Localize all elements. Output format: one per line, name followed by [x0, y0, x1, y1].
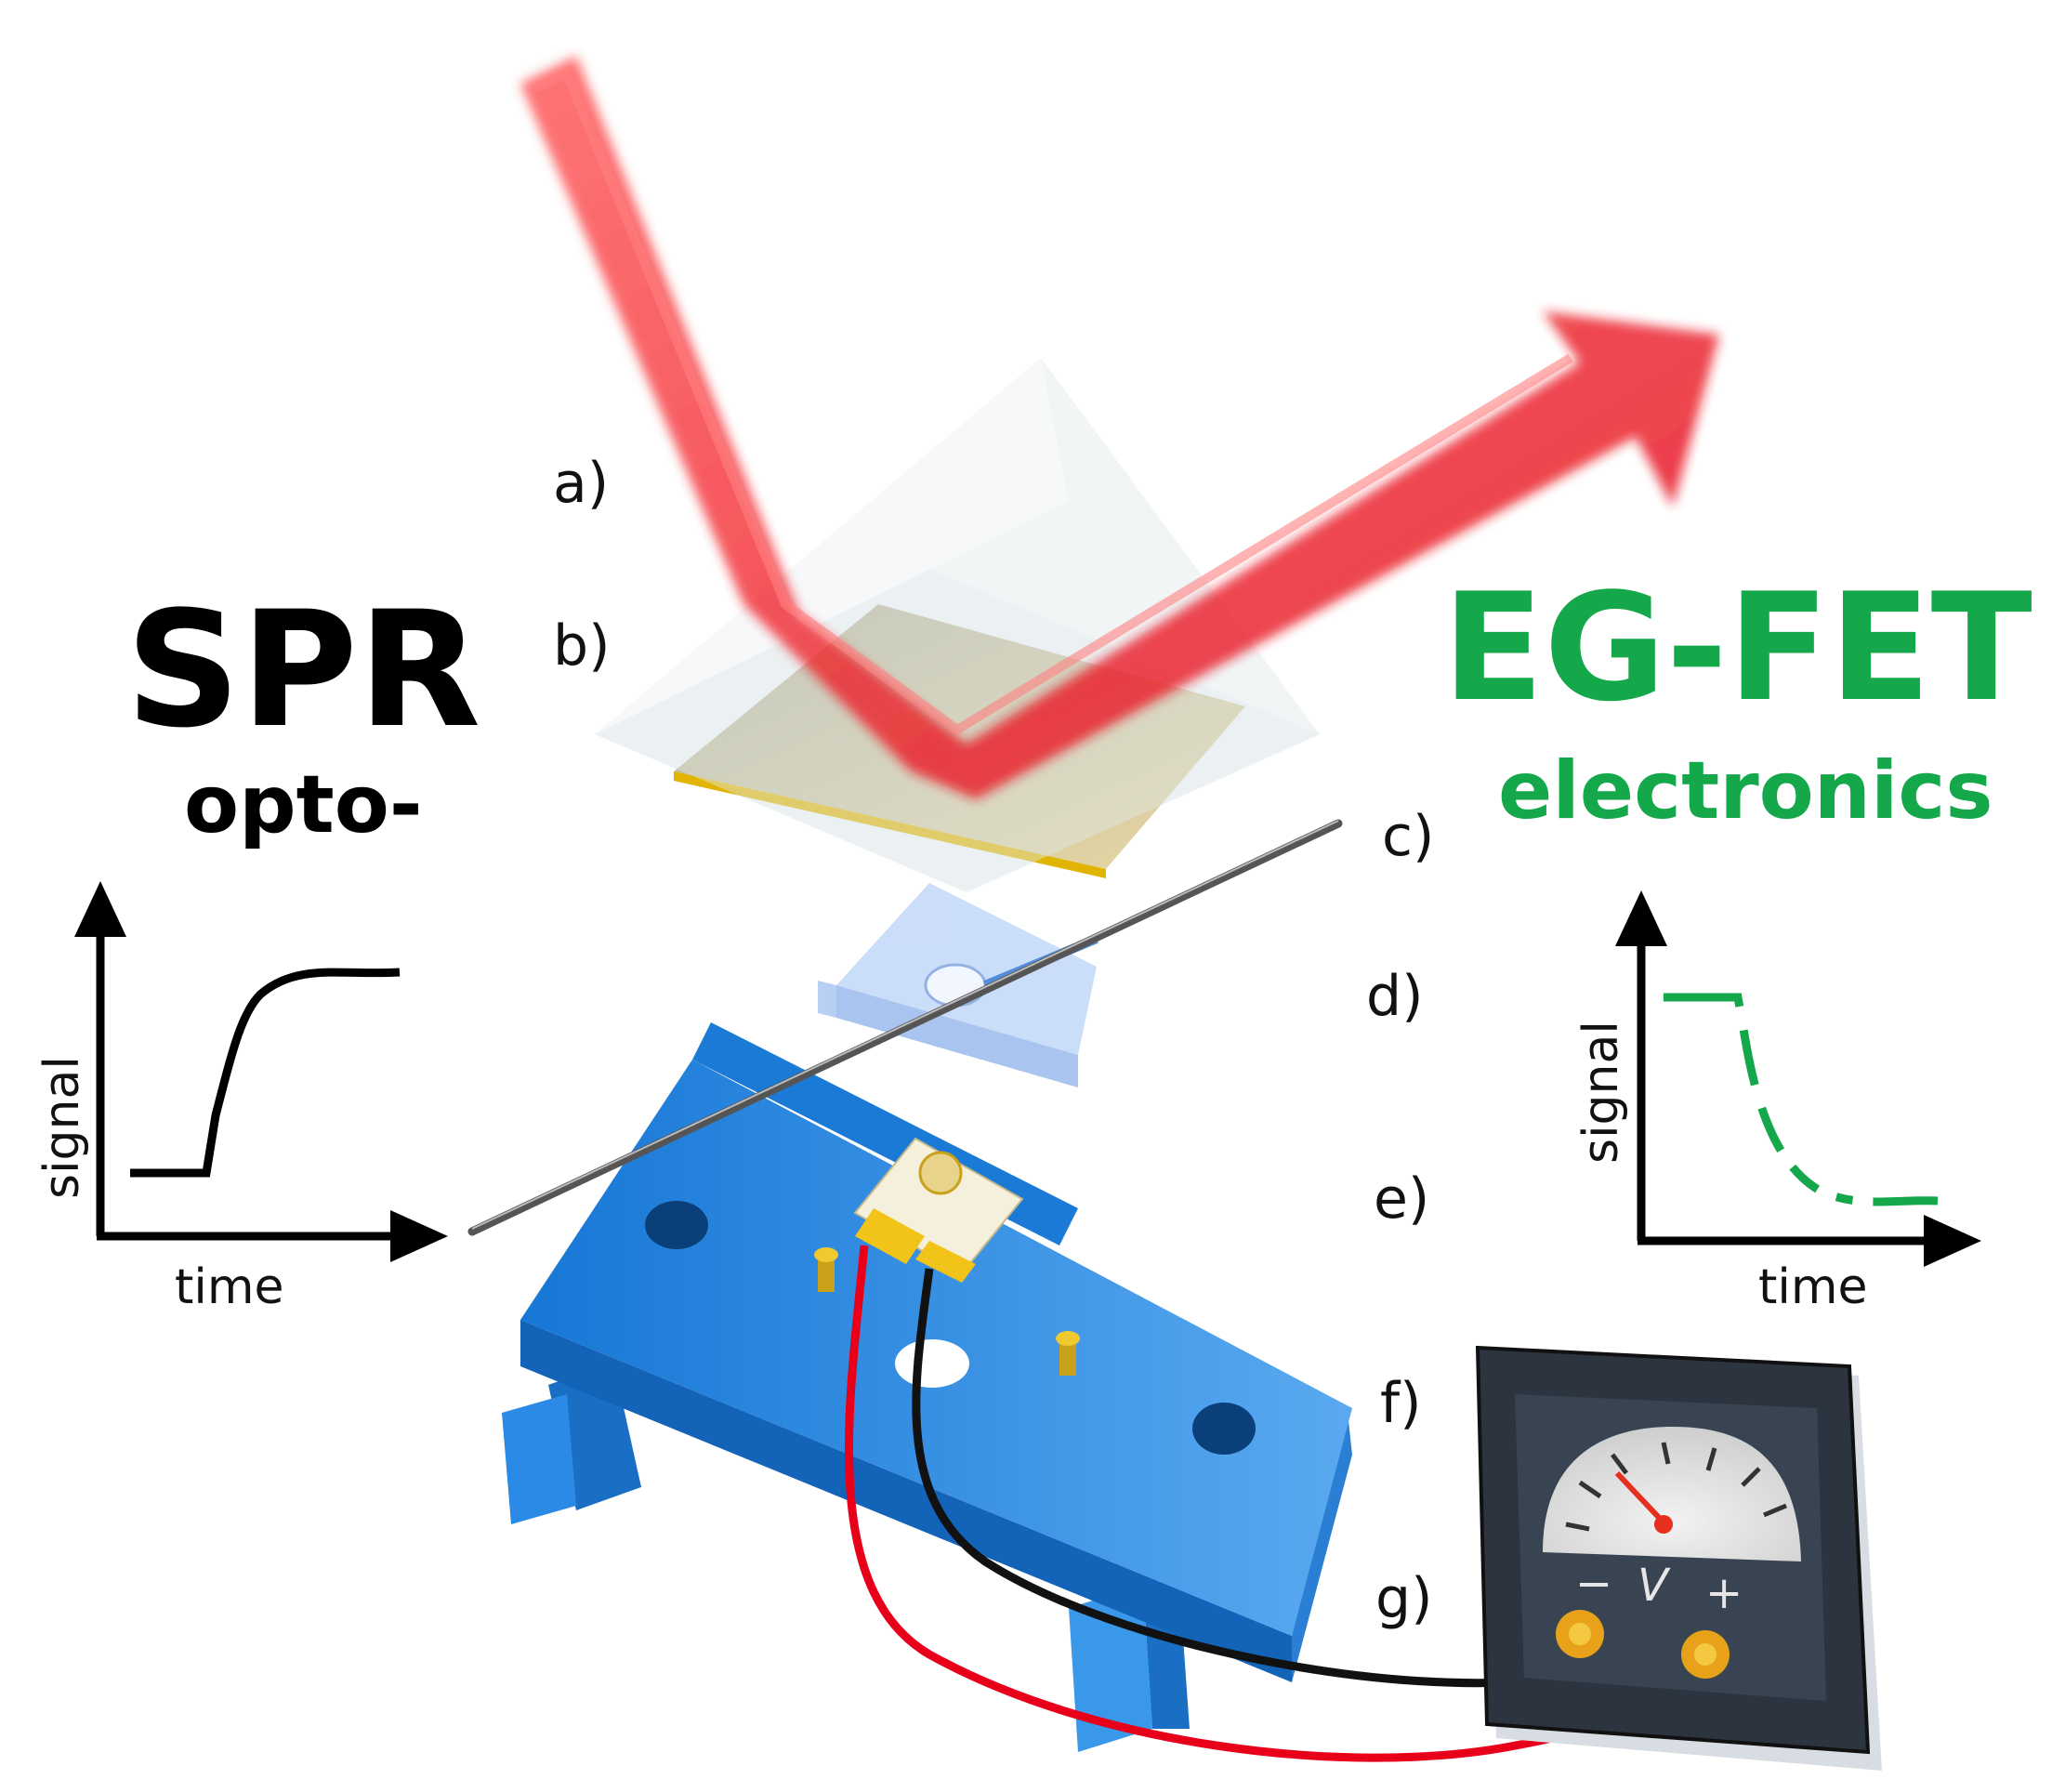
spr-subtitle: opto-	[184, 758, 423, 851]
label-a: a)	[553, 451, 609, 516]
label-d: d)	[1366, 964, 1424, 1029]
voltmeter-minus-label: −	[1575, 1558, 1612, 1610]
voltmeter: − V +	[1475, 1345, 1882, 1771]
pin-right	[1056, 1331, 1080, 1376]
egfet-axes	[1615, 890, 1981, 1267]
egfet-subtitle: electronics	[1498, 744, 1993, 837]
holder-hole-center	[895, 1339, 969, 1388]
pin-left	[814, 1247, 838, 1292]
voltmeter-scale-ticks	[1565, 1442, 1787, 1532]
label-c: c)	[1382, 804, 1434, 869]
label-f: f)	[1380, 1371, 1422, 1436]
component-labels: a) b) c) d) e) f) g)	[553, 451, 1434, 1631]
voltmeter-unit-label: V	[1638, 1560, 1671, 1612]
voltmeter-plus-label: +	[1705, 1567, 1743, 1619]
label-b: b)	[553, 613, 611, 679]
voltmeter-terminal-positive	[1681, 1630, 1730, 1679]
spr-xlabel: time	[175, 1259, 283, 1315]
egfet-panel: EG-FET electronics time signal	[1442, 560, 2032, 1315]
spr-x-arrowhead	[390, 1210, 448, 1262]
voltmeter-terminal-negative	[1556, 1610, 1604, 1658]
sensor-chip	[853, 1137, 1024, 1283]
spr-axes	[74, 881, 448, 1262]
label-e: e)	[1374, 1166, 1429, 1232]
holder-hole-left	[645, 1201, 708, 1249]
egfet-xlabel: time	[1758, 1259, 1867, 1315]
holder-hole-right	[1192, 1403, 1256, 1455]
fluidic-tubing	[467, 819, 1343, 1236]
egfet-x-arrowhead	[1924, 1215, 1981, 1267]
egfet-title: EG-FET	[1442, 560, 2032, 734]
label-g: g)	[1375, 1566, 1433, 1631]
flow-cell	[818, 883, 1098, 1087]
spr-panel: SPR opto- time signal	[34, 576, 480, 1315]
egfet-y-arrowhead	[1615, 890, 1667, 946]
voltmeter-dial	[1543, 1427, 1801, 1561]
spr-signal-curve	[130, 968, 401, 1178]
laser-beam	[520, 56, 1719, 799]
prism	[595, 358, 1320, 892]
spr-signal-curve-dashes	[216, 967, 411, 1173]
sample-holder	[502, 1022, 1352, 1752]
sensor-electrode	[918, 1151, 963, 1195]
voltmeter-needle	[1614, 1470, 1666, 1525]
spr-ylabel: signal	[34, 1056, 90, 1199]
spr-y-arrowhead	[74, 881, 126, 937]
spr-title: SPR	[125, 576, 480, 763]
egfet-ylabel: signal	[1573, 1021, 1629, 1164]
egfet-signal-curve	[1664, 993, 1939, 1206]
